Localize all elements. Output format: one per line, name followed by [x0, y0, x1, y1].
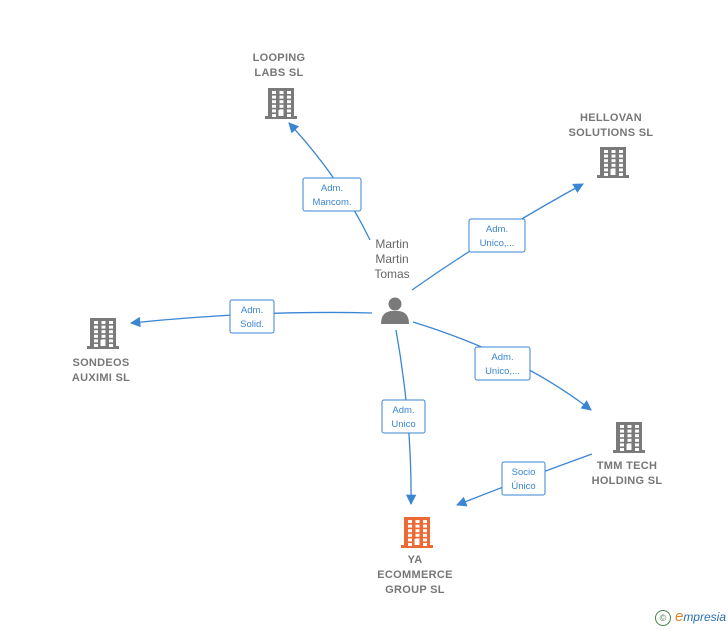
brand-initial: e	[674, 608, 684, 626]
edge-label-text: Unico,...	[480, 238, 515, 249]
company-node-tmm[interactable]: TMM TECH HOLDING SL	[592, 422, 663, 487]
edge-label-box	[468, 218, 526, 253]
edge-label-box	[229, 299, 275, 334]
building-icon	[87, 318, 119, 349]
brand-name: mpresia	[683, 610, 726, 625]
company-name-line: TMM TECH	[597, 460, 657, 472]
person-name-line: Martin	[375, 252, 408, 266]
building-icon	[597, 147, 629, 178]
company-name-line: ECOMMERCE	[377, 569, 452, 581]
edge-label-box	[474, 346, 531, 381]
company-name-line: LOOPING	[253, 52, 306, 64]
edge-label-text: Adm.	[486, 224, 508, 235]
edge-label-text: Adm.	[321, 183, 343, 194]
company-name-line: LABS SL	[254, 67, 303, 79]
company-name-line: SONDEOS	[72, 357, 129, 369]
company-node-ya[interactable]: YA ECOMMERCE GROUP SL	[377, 517, 452, 596]
person-name-line: Tomas	[374, 267, 409, 281]
edge-label-box	[381, 399, 426, 434]
edge-labels-layer: Adm. Mancom. Adm. Unico,... Adm. Solid. Adm. Un…	[229, 177, 546, 496]
company-name-line: HOLDING SL	[592, 475, 663, 487]
company-node-sondeos[interactable]: SONDEOS AUXIMI SL	[72, 318, 130, 384]
edge-label-box	[302, 177, 362, 212]
company-name-line: AUXIMI SL	[72, 372, 130, 384]
edge-label-text: Mancom.	[312, 197, 351, 208]
edge-label-person-sondeos[interactable]: Adm. Solid.	[229, 299, 275, 334]
edge-label-text: Socio	[512, 467, 536, 478]
building-icon	[401, 517, 433, 548]
company-name-line: YA	[408, 554, 423, 566]
copyright-icon: ©	[654, 610, 671, 626]
company-name-line: SOLUTIONS SL	[569, 127, 654, 139]
company-node-looping[interactable]: LOOPING LABS SL	[253, 52, 306, 119]
edge-label-text: Unico,...	[485, 366, 520, 377]
edge-label-person-tmm[interactable]: Adm. Unico,...	[474, 346, 531, 381]
company-name-line: HELLOVAN	[580, 112, 642, 124]
edge-label-text: Adm.	[491, 352, 513, 363]
edge-label-text: Único	[511, 481, 535, 492]
edge-label-box	[501, 461, 546, 496]
company-node-hellovan[interactable]: HELLOVAN SOLUTIONS SL	[569, 112, 654, 178]
edge-label-text: Adm.	[241, 305, 263, 316]
edge-label-text: Solid.	[240, 319, 264, 330]
edge-label-text: Adm.	[392, 405, 414, 416]
person-name-line: Martin	[375, 237, 408, 251]
person-icon	[381, 297, 409, 324]
edge-label-person-looping[interactable]: Adm. Mancom.	[302, 177, 362, 212]
credit: ©empresia	[654, 608, 726, 626]
edge-label-person-ya[interactable]: Adm. Unico	[381, 399, 426, 434]
edge-label-person-hellovan[interactable]: Adm. Unico,...	[468, 218, 526, 253]
company-name-line: GROUP SL	[385, 584, 445, 596]
building-icon	[613, 422, 645, 453]
edge-label-text: Unico	[391, 419, 415, 430]
building-icon	[265, 88, 297, 119]
